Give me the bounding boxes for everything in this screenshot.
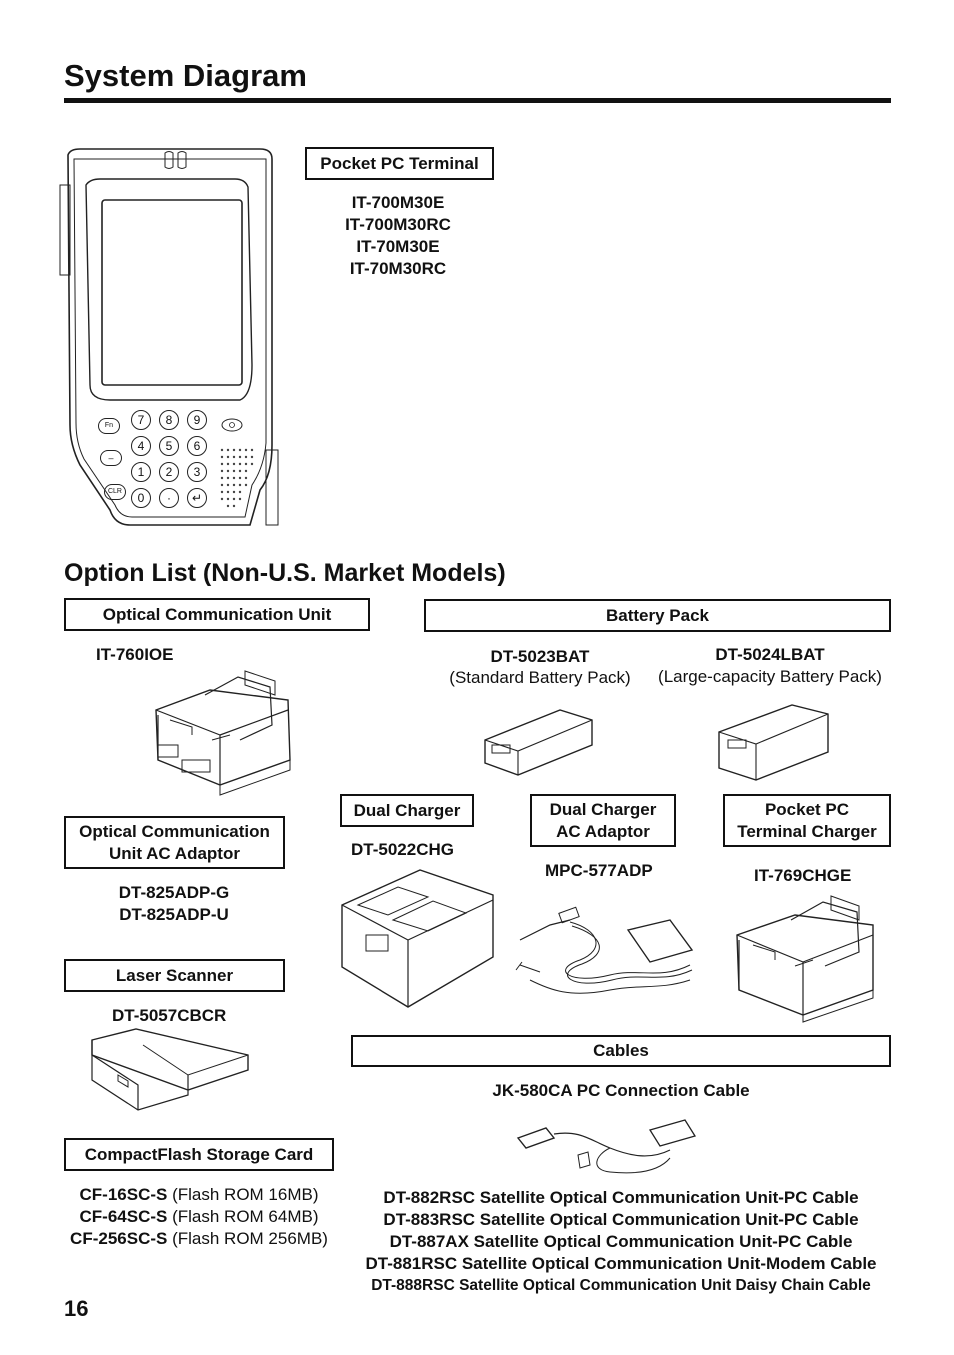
pocket-pc-terminal-illustration xyxy=(60,145,280,540)
dual-charger-illustration xyxy=(338,865,498,1015)
optical-unit-label: Optical Communication Unit xyxy=(64,598,370,631)
minus-key: – xyxy=(100,450,122,466)
optical-adaptor-model-2: DT-825ADP-U xyxy=(119,905,229,924)
pc-charger-label-line-1: Pocket PC xyxy=(764,799,850,819)
page-title: System Diagram xyxy=(64,58,307,93)
cf-item-2: CF-64SC-S (Flash ROM 64MB) xyxy=(60,1206,338,1228)
optical-adaptor-label-line-1: Optical Communication xyxy=(79,821,270,841)
clr-key: CLR xyxy=(104,484,126,500)
dual-adaptor-illustration xyxy=(510,880,705,1010)
cables-label: Cables xyxy=(351,1035,891,1067)
optical-adaptor-label: Optical Communication Unit AC Adaptor xyxy=(64,816,285,869)
terminal-keypad: Fn – CLR 7 8 9 4 5 6 1 2 3 0 · ↵ xyxy=(96,410,221,510)
compactflash-list: CF-16SC-S (Flash ROM 16MB) CF-64SC-S (Fl… xyxy=(60,1184,338,1250)
pc-charger-model: IT-769CHGE xyxy=(754,866,852,885)
key-dot: · xyxy=(159,488,179,508)
dual-adaptor-label-line-1: Dual Charger xyxy=(549,799,657,819)
key-0: 0 xyxy=(131,488,151,508)
cf-item-2-desc: (Flash ROM 64MB) xyxy=(167,1207,319,1226)
cf-item-1: CF-16SC-S (Flash ROM 16MB) xyxy=(60,1184,338,1206)
terminal-models: IT-700M30E IT-700M30RC IT-70M30E IT-70M3… xyxy=(298,192,498,280)
terminal-model-4: IT-70M30RC xyxy=(349,259,447,278)
cable-item-5: DT-888RSC Satellite Optical Communicatio… xyxy=(371,1277,871,1294)
cf-item-1-desc: (Flash ROM 16MB) xyxy=(167,1185,319,1204)
cf-item-3-desc: (Flash ROM 256MB) xyxy=(167,1229,328,1248)
optical-unit-model: IT-760IOE xyxy=(96,645,174,664)
optical-adaptor-model-1: DT-825ADP-G xyxy=(118,883,230,902)
pocket-pc-terminal-label: Pocket PC Terminal xyxy=(305,147,494,180)
dual-charger-model: DT-5022CHG xyxy=(351,840,454,859)
dual-charger-label: Dual Charger xyxy=(340,794,474,827)
key-5: 5 xyxy=(159,436,179,456)
key-1: 1 xyxy=(131,462,151,482)
pc-charger-label: Pocket PC Terminal Charger xyxy=(723,794,891,847)
cable-item-4: DT-881RSC Satellite Optical Communicatio… xyxy=(365,1254,877,1273)
cf-item-2-model: CF-64SC-S xyxy=(79,1207,168,1226)
key-3: 3 xyxy=(187,462,207,482)
key-7: 7 xyxy=(131,410,151,430)
cables-main-model: JK-580CA PC Connection Cable xyxy=(492,1081,750,1100)
pc-charger-label-line-2: Terminal Charger xyxy=(737,821,877,841)
laser-scanner-model: DT-5057CBCR xyxy=(112,1006,227,1025)
optical-unit-illustration xyxy=(150,665,295,800)
battery-large-desc: (Large-capacity Battery Pack) xyxy=(658,667,882,686)
laser-scanner-label: Laser Scanner xyxy=(64,959,285,992)
cable-item-2: DT-883RSC Satellite Optical Communicatio… xyxy=(383,1210,859,1229)
cf-item-3-model: CF-256SC-S xyxy=(70,1229,168,1248)
cf-item-1-model: CF-16SC-S xyxy=(79,1185,168,1204)
terminal-model-1: IT-700M30E xyxy=(351,193,445,212)
terminal-model-3: IT-70M30E xyxy=(356,237,440,256)
pc-charger-illustration xyxy=(733,890,878,1025)
pc-connection-cable-illustration xyxy=(510,1100,700,1185)
title-rule xyxy=(64,98,891,103)
battery-pack-label: Battery Pack xyxy=(424,599,891,632)
key-6: 6 xyxy=(187,436,207,456)
key-4: 4 xyxy=(131,436,151,456)
cable-item-3: DT-887AX Satellite Optical Communication… xyxy=(389,1232,853,1251)
dual-adaptor-label-line-2: AC Adaptor xyxy=(556,821,650,841)
optical-adaptor-models: DT-825ADP-G DT-825ADP-U xyxy=(74,882,274,926)
compactflash-label: CompactFlash Storage Card xyxy=(64,1138,334,1171)
key-9: 9 xyxy=(187,410,207,430)
laser-scanner-illustration xyxy=(88,1025,253,1115)
cf-item-3: CF-256SC-S (Flash ROM 256MB) xyxy=(60,1228,338,1250)
page-number: 16 xyxy=(64,1296,89,1321)
terminal-model-2: IT-700M30RC xyxy=(345,215,451,234)
key-2: 2 xyxy=(159,462,179,482)
standard-battery-illustration xyxy=(480,705,598,780)
dual-adaptor-model: MPC-577ADP xyxy=(545,861,653,880)
battery-large-model: DT-5024LBAT xyxy=(715,645,825,664)
dual-adaptor-label: Dual Charger AC Adaptor xyxy=(530,794,676,847)
section-title: Option List (Non-U.S. Market Models) xyxy=(64,559,506,587)
fn-key: Fn xyxy=(98,418,120,434)
battery-std-model: DT-5023BAT xyxy=(490,647,590,666)
cables-list: DT-882RSC Satellite Optical Communicatio… xyxy=(351,1187,891,1297)
cable-item-1: DT-882RSC Satellite Optical Communicatio… xyxy=(383,1188,859,1207)
key-enter: ↵ xyxy=(187,488,207,508)
optical-adaptor-label-line-2: Unit AC Adaptor xyxy=(109,843,240,863)
large-battery-illustration xyxy=(714,700,834,785)
battery-std-desc: (Standard Battery Pack) xyxy=(449,668,631,687)
key-8: 8 xyxy=(159,410,179,430)
